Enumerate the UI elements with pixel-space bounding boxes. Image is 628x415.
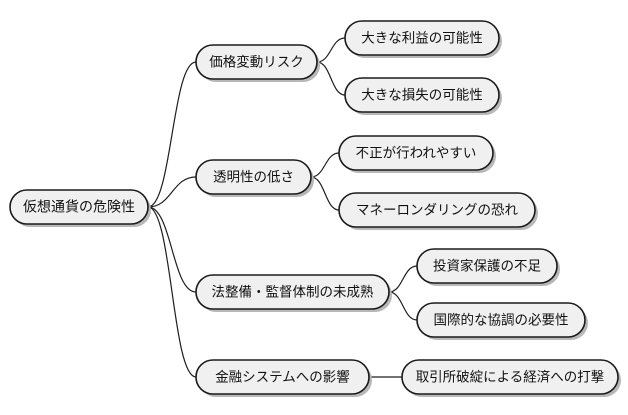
connector-layer (147, 37, 418, 378)
node-label-branch-0-leaf-1: 大きな損失の可能性 (361, 88, 483, 104)
node-box-root[interactable] (9, 189, 149, 225)
node-branch-0[interactable]: 価格変動リスク (195, 44, 320, 82)
node-label-branch-1-leaf-0: 不正が行われやすい (356, 146, 477, 162)
node-root[interactable]: 仮想通貨の危険性 (9, 189, 151, 227)
node-box-branch-2-leaf-1[interactable] (416, 302, 586, 338)
node-box-branch-0-leaf-1[interactable] (344, 77, 500, 113)
connector-root-to-branch-0 (147, 61, 197, 208)
node-branch-3-leaf-0[interactable]: 取引所破綻による経済への打撃 (401, 359, 621, 397)
node-branch-2[interactable]: 法整備・監督体制の未成熟 (195, 274, 392, 312)
node-label-branch-1-leaf-1: マネーロンダリングの恐れ (356, 203, 518, 219)
node-branch-2-leaf-0[interactable]: 投資家保護の不足 (416, 248, 560, 286)
node-box-branch-2[interactable] (195, 274, 390, 310)
node-label-branch-2-leaf-1: 国際的な協調の必要性 (434, 313, 569, 329)
connector-branch-0-to-leaf-0 (316, 37, 346, 63)
node-branch-0-leaf-1[interactable]: 大きな損失の可能性 (344, 77, 502, 115)
node-box-branch-0[interactable] (195, 44, 318, 80)
connector-branch-0-to-leaf-1 (316, 61, 346, 96)
node-branch-0-leaf-0[interactable]: 大きな利益の可能性 (344, 20, 502, 58)
node-branch-2-leaf-1[interactable]: 国際的な協調の必要性 (416, 302, 588, 340)
node-branch-1-leaf-0[interactable]: 不正が行われやすい (338, 135, 496, 173)
node-box-branch-0-leaf-0[interactable] (344, 20, 500, 56)
node-label-branch-0: 価格変動リスク (209, 54, 304, 71)
connector-branch-2-to-leaf-1 (388, 291, 418, 321)
connector-root-to-branch-1 (147, 176, 197, 208)
node-label-branch-0-leaf-0: 大きな利益の可能性 (361, 31, 483, 47)
node-branch-3[interactable]: 金融システムへの影響 (195, 359, 372, 397)
node-label-branch-3: 金融システムへの影響 (215, 369, 350, 386)
connector-branch-1-to-leaf-1 (310, 176, 340, 211)
node-branch-1[interactable]: 透明性の低さ (195, 159, 314, 197)
node-box-branch-1[interactable] (195, 159, 312, 195)
connector-branch-2-to-leaf-0 (388, 265, 418, 293)
node-box-branch-3[interactable] (195, 359, 370, 395)
node-box-branch-1-leaf-0[interactable] (338, 135, 494, 171)
node-label-branch-2-leaf-0: 投資家保護の不足 (433, 258, 541, 275)
connector-branch-1-to-leaf-0 (310, 152, 340, 178)
connector-root-to-branch-3 (147, 206, 197, 378)
node-box-branch-2-leaf-0[interactable] (416, 248, 558, 284)
node-label-branch-2: 法整備・監督体制の未成熟 (212, 284, 374, 301)
node-label-root: 仮想通貨の危険性 (23, 199, 135, 216)
node-box-branch-1-leaf-1[interactable] (338, 192, 536, 228)
node-box-branch-3-leaf-0[interactable] (401, 359, 619, 395)
node-label-branch-1: 透明性の低さ (213, 170, 294, 186)
node-label-branch-3-leaf-0: 取引所破綻による経済への打撃 (416, 369, 605, 386)
connector-root-to-branch-2 (147, 206, 197, 293)
node-branch-1-leaf-1[interactable]: マネーロンダリングの恐れ (338, 192, 538, 230)
